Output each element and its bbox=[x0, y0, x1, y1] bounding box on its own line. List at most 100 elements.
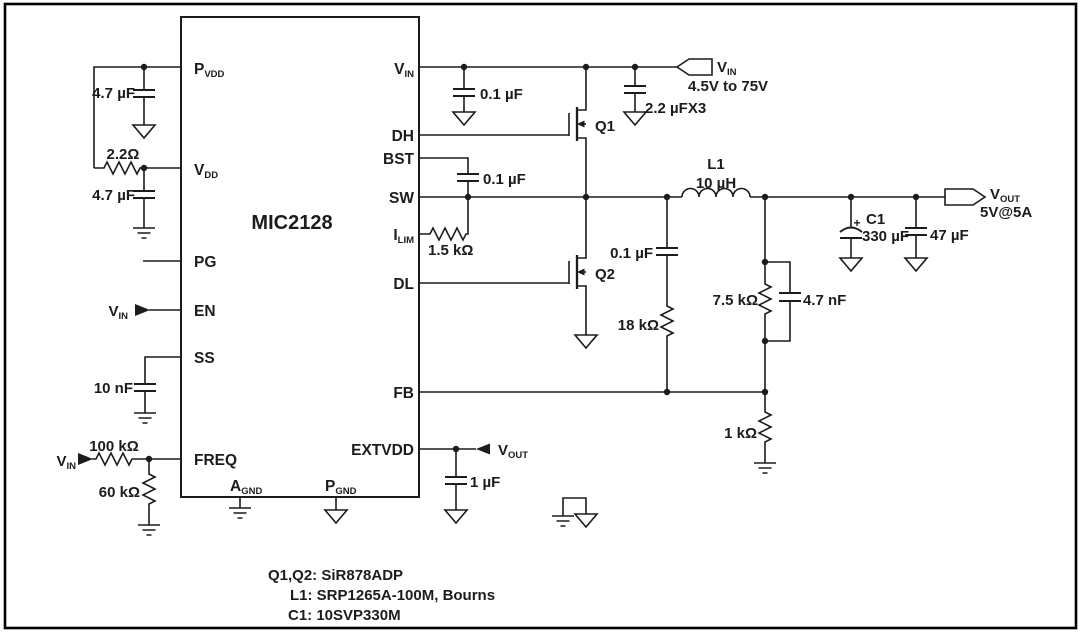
note-l1: L1: SRP1265A-100M, Bourns bbox=[290, 587, 495, 604]
pin-label-en: EN bbox=[194, 303, 216, 320]
wire-vdd-resistor bbox=[94, 160, 181, 176]
snub-res-value: 18 kΩ bbox=[618, 317, 659, 334]
freq-res-bottom-value: 60 kΩ bbox=[99, 484, 140, 501]
wire-ss bbox=[144, 356, 181, 413]
inductor-l1 bbox=[681, 187, 751, 198]
pin-label-fb: FB bbox=[393, 385, 414, 402]
agnd-symbol-bridge bbox=[552, 515, 574, 527]
pgnd-symbol-bridge bbox=[573, 513, 599, 529]
pin-labels: PVDD VDD PG EN SS FREQ VIN DH BST SW ILI… bbox=[194, 61, 415, 497]
pin-label-agnd: AGND bbox=[230, 478, 262, 497]
pin-label-pg: PG bbox=[194, 254, 216, 271]
cap-ss bbox=[134, 383, 156, 392]
pin-label-ilim: ILIM bbox=[393, 227, 414, 246]
en-source-label: VIN bbox=[108, 303, 128, 322]
snub-cap-value: 0.1 µF bbox=[610, 245, 653, 262]
ic-part-number: MIC2128 bbox=[251, 212, 332, 234]
note-q1-q2: Q1,Q2: SiR878ADP bbox=[268, 567, 403, 584]
wire-freq bbox=[92, 451, 181, 467]
pgnd-symbol-pvdd-cap bbox=[131, 124, 157, 140]
pin-label-pgnd: PGND bbox=[325, 478, 357, 497]
agnd-symbol-ss-cap bbox=[134, 412, 156, 424]
pin-label-ss: SS bbox=[194, 350, 215, 367]
pgnd-symbol-c1 bbox=[838, 257, 864, 273]
fb-top-res-value: 7.5 kΩ bbox=[713, 292, 758, 309]
vout-output-flag bbox=[944, 188, 987, 206]
ilim-res-value: 1.5 kΩ bbox=[428, 242, 473, 259]
pgnd-symbol-vin-bulk bbox=[622, 111, 648, 127]
wires bbox=[92, 66, 945, 525]
cap-snubber bbox=[656, 247, 678, 256]
pin-label-extvdd: EXTVDD bbox=[351, 442, 414, 459]
wire-pvdd bbox=[93, 66, 181, 168]
q2-body-arrow bbox=[577, 268, 585, 276]
freq-res-top-value: 100 kΩ bbox=[89, 438, 139, 455]
vdd-res-value: 2.2Ω bbox=[107, 146, 140, 163]
wire-fb-top-divider bbox=[757, 197, 773, 392]
vout-flag-rating: 5V@5A bbox=[980, 204, 1032, 221]
cap-vdd bbox=[133, 190, 155, 199]
extvdd-source-arrow bbox=[476, 443, 490, 455]
q2-mosfet bbox=[419, 197, 587, 335]
q2-source bbox=[577, 285, 587, 335]
bom-notes: Q1,Q2: SiR878ADP L1: SRP1265A-100M, Bour… bbox=[268, 567, 495, 624]
wire-fb-cap-branch bbox=[765, 261, 791, 342]
wire-fb-bottom bbox=[757, 392, 773, 463]
vout-flag-label: VOUT bbox=[990, 186, 1020, 205]
c1-polarity-plus: + bbox=[853, 216, 860, 230]
q2-label: Q2 bbox=[595, 266, 615, 283]
wire-bst bbox=[419, 157, 469, 197]
cap-fb bbox=[779, 292, 801, 302]
pgnd-symbol-pgnd-pin bbox=[323, 509, 349, 525]
cap-bst bbox=[457, 173, 479, 182]
wire-snubber bbox=[659, 197, 675, 392]
fb-bottom-res-value: 1 kΩ bbox=[724, 425, 757, 442]
pin-label-bst: BST bbox=[383, 151, 415, 168]
freq-source-arrow bbox=[78, 453, 93, 465]
cout2-value: 47 µF bbox=[930, 227, 969, 244]
freq-source-label: VIN bbox=[56, 453, 76, 472]
wire-gnd-bridge bbox=[562, 497, 587, 516]
agnd-symbol-vdd-cap bbox=[133, 227, 155, 239]
pin-label-pvdd: PVDD bbox=[194, 61, 225, 80]
vin-bulk-value: 2.2 µFX3 bbox=[645, 100, 706, 117]
wire-freq-60k bbox=[141, 459, 157, 525]
pin-label-vdd: VDD bbox=[194, 162, 218, 181]
cap-c1-polarized bbox=[839, 226, 863, 239]
vin-flag-range: 4.5V to 75V bbox=[688, 78, 768, 95]
cap-cout2 bbox=[905, 227, 927, 236]
grounds bbox=[131, 111, 929, 536]
pgnd-symbol-vin-bypass bbox=[451, 111, 477, 127]
cap-vin-bypass bbox=[453, 88, 475, 97]
pin-label-freq: FREQ bbox=[194, 452, 237, 469]
agnd-symbol-agnd-pin bbox=[229, 507, 251, 519]
cap-vin-bulk bbox=[624, 85, 646, 94]
l1-ref: L1 bbox=[707, 156, 725, 173]
l1-value: 10 µH bbox=[696, 175, 736, 192]
pgnd-symbol-q2 bbox=[573, 334, 599, 350]
q1-label: Q1 bbox=[595, 118, 615, 135]
cap-extvdd bbox=[445, 476, 467, 485]
agnd-symbol-freq bbox=[138, 524, 160, 536]
q1-mosfet bbox=[419, 67, 587, 197]
pin-label-vin: VIN bbox=[394, 61, 414, 80]
vin-input-flag bbox=[675, 58, 713, 76]
pgnd-symbol-cout2 bbox=[903, 257, 929, 273]
extvdd-cap-value: 1 µF bbox=[470, 474, 500, 491]
capacitors bbox=[133, 85, 927, 485]
pin-label-dh: DH bbox=[392, 128, 414, 145]
pvdd-cap-value: 4.7 µF bbox=[92, 85, 135, 102]
c1-value: 330 µF bbox=[862, 228, 909, 245]
agnd-symbol-fb-bottom bbox=[754, 462, 776, 474]
en-source-arrow bbox=[135, 304, 150, 316]
c1-ref: C1 bbox=[866, 211, 885, 228]
figure-border bbox=[3, 2, 1078, 630]
wire-ilim bbox=[419, 197, 469, 242]
q2-drain bbox=[577, 197, 587, 259]
q1-drain bbox=[577, 67, 587, 111]
ss-cap-value: 10 nF bbox=[94, 380, 133, 397]
pin-label-sw: SW bbox=[389, 190, 414, 207]
bst-cap-value: 0.1 µF bbox=[483, 171, 526, 188]
fb-cap-value: 4.7 nF bbox=[803, 292, 846, 309]
